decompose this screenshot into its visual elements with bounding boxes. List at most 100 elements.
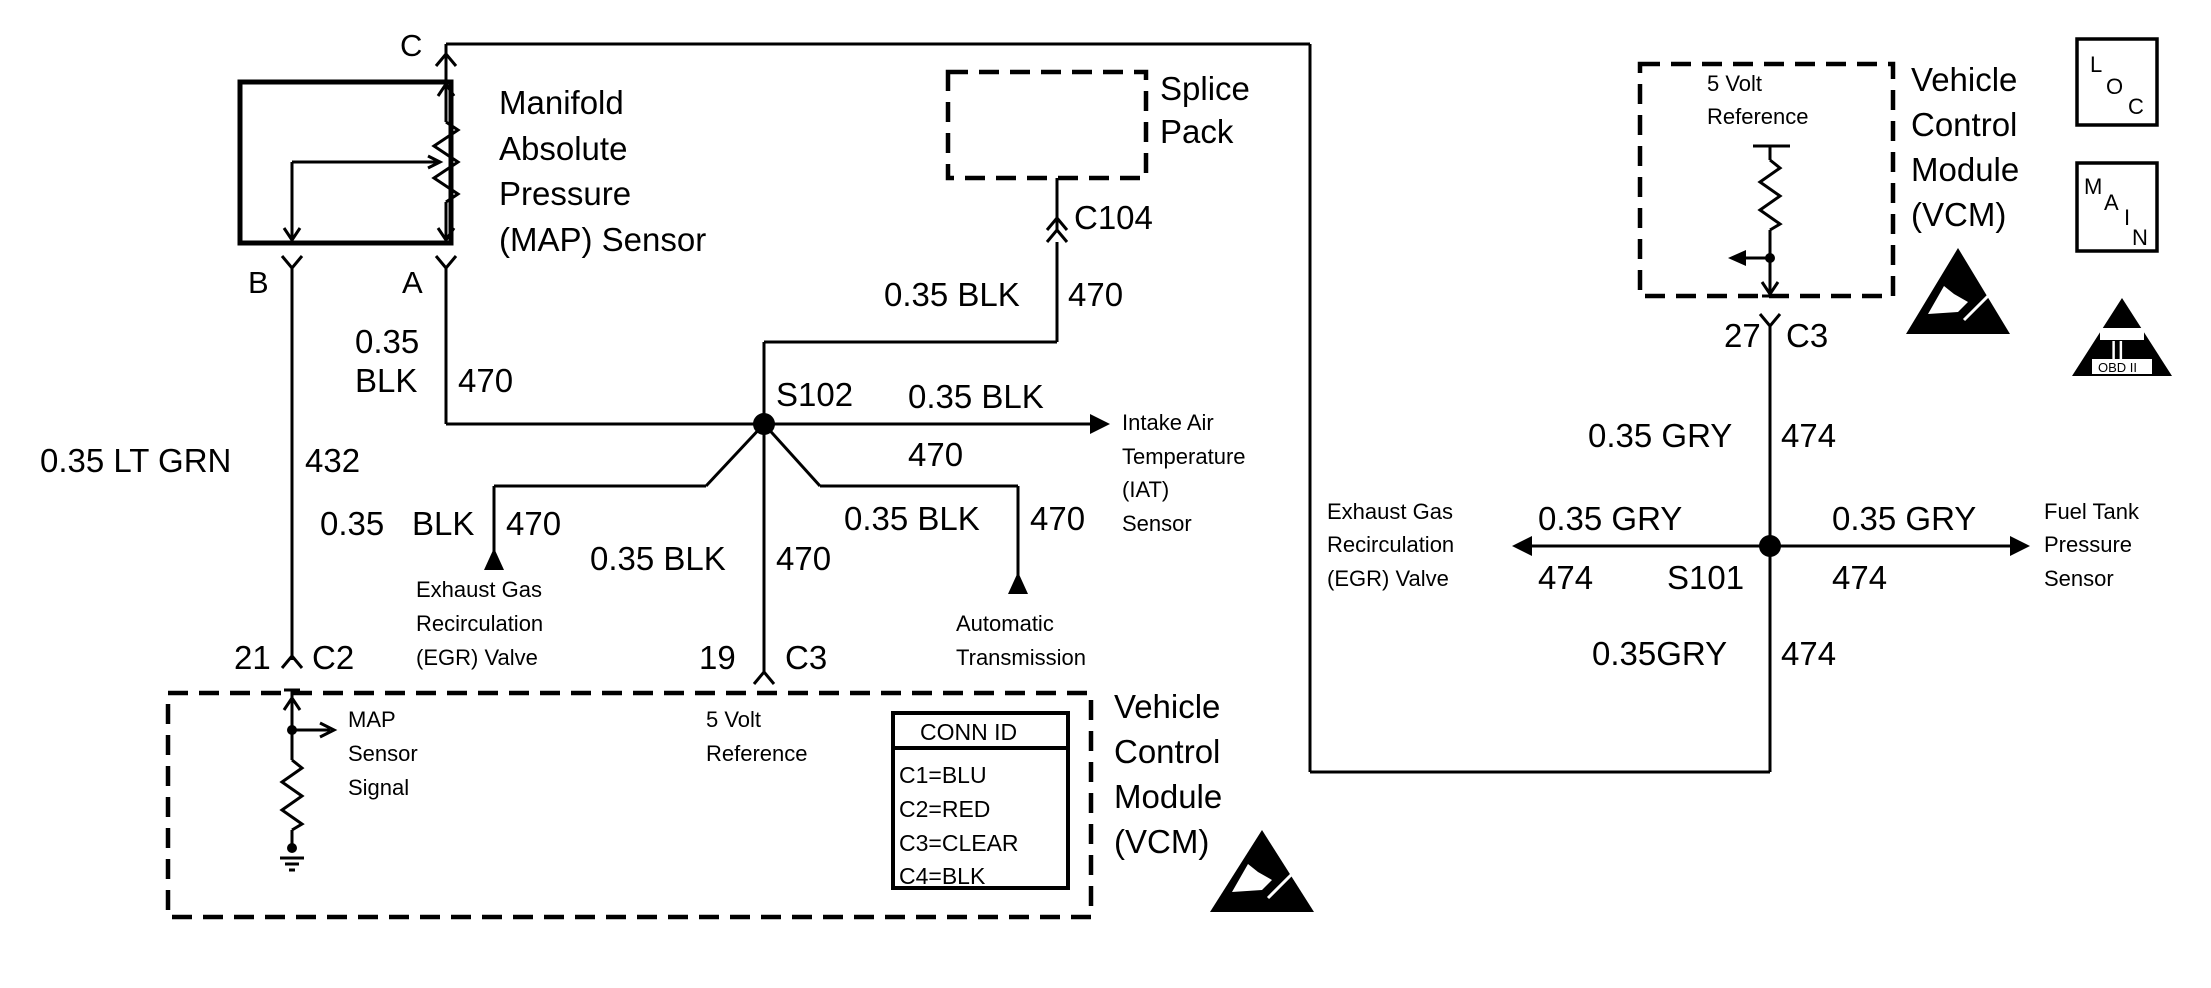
- connector-c3-right-label: C3: [1786, 317, 1828, 354]
- vcm-bottom-title-2: Control: [1114, 733, 1220, 770]
- ref-right-2: Reference: [1707, 104, 1809, 129]
- ref-right-resistor: [1757, 158, 1783, 232]
- connector-b-label: B: [248, 265, 269, 300]
- conn-id-row-2: C2=RED: [899, 796, 990, 822]
- vcm-bottom-title-3: Module: [1114, 778, 1222, 815]
- splice-s101-label: S101: [1667, 559, 1744, 596]
- wire-trans-label: 0.35 BLK: [844, 500, 980, 537]
- vcm-bottom: Vehicle Control Module (VCM) 21 C2 MAP S…: [165, 639, 1314, 920]
- main-icon: [2075, 161, 2159, 253]
- map-sensor-title-3: Pressure: [499, 175, 631, 212]
- obd-numeral: II: [2110, 335, 2124, 365]
- map-sensor: C Manifold Absolute Pressure (MAP) Senso…: [237, 28, 706, 300]
- dest-ftp-2: Pressure: [2044, 532, 2132, 557]
- dest-egr2-2: Recirculation: [1327, 532, 1454, 557]
- map-signal-2: Sensor: [348, 741, 418, 766]
- wire-a-circuit: 470: [458, 362, 513, 399]
- main-letter-i: I: [2124, 205, 2130, 230]
- dest-ftp-1: Fuel Tank: [2044, 499, 2140, 524]
- connector-b-symbol: [280, 255, 304, 271]
- wire-ftp-circuit: 474: [1832, 559, 1887, 596]
- splice-s101: S101 0.35 GRY 474 0.35 GRY 474 0.35GRY 4…: [1327, 499, 2140, 672]
- map-signal-1: MAP: [348, 707, 396, 732]
- dest-ftp-3: Sensor: [2044, 566, 2114, 591]
- obd-label: OBD II: [2098, 360, 2137, 375]
- wire-egr-gauge: 0.35: [320, 505, 384, 542]
- splice-pack: Splice Pack C104 0.35 BLK 470: [762, 69, 1250, 424]
- map-signal-resistor: [279, 758, 305, 832]
- connector-c104-label: C104: [1074, 199, 1153, 236]
- map-sensor-title-2: Absolute: [499, 130, 627, 167]
- map-sensor-title-4: (MAP) Sensor: [499, 221, 706, 258]
- wires-left: 0.35 LT GRN 432 0.35 BLK 470: [40, 42, 1770, 774]
- arrow-to-iat: [1090, 414, 1110, 434]
- vcm-bottom-title-4: (VCM): [1114, 823, 1209, 860]
- esd-warning-icon-right: [1906, 248, 2010, 334]
- loc-letter-l: L: [2090, 52, 2102, 77]
- dest-egr2-3: (EGR) Valve: [1327, 566, 1449, 591]
- wire-a-color: BLK: [355, 362, 417, 399]
- wire-ftp-label: 0.35 GRY: [1832, 500, 1976, 537]
- conn-id-row-3: C3=CLEAR: [899, 830, 1019, 856]
- main-letter-a: A: [2104, 190, 2119, 215]
- wire-iat-circuit: 470: [908, 436, 963, 473]
- splice-pack-wire-label: 0.35 BLK: [884, 276, 1020, 313]
- conn-id-row-4: C4=BLK: [899, 863, 986, 889]
- vcm-right-title-2: Control: [1911, 106, 2017, 143]
- splice-s102: S102 0.35 BLK 470 Intake Air Temperature…: [320, 376, 1246, 672]
- main-letter-m: M: [2084, 174, 2102, 199]
- vcm-bottom-title-1: Vehicle: [1114, 688, 1220, 725]
- connector-c-label: C: [400, 28, 422, 63]
- splice-pack-title-1: Splice: [1160, 70, 1250, 107]
- pin-19-label: 19: [699, 639, 736, 676]
- vcm-right-box: [1637, 61, 1896, 299]
- dest-iat-4: Sensor: [1122, 511, 1192, 536]
- arrow-to-ftp: [2010, 536, 2030, 556]
- legend-icons: L O C M A I N II OBD II: [2072, 37, 2172, 376]
- vcm-right-title-3: Module: [1911, 151, 2019, 188]
- wire-egr2-label: 0.35 GRY: [1538, 500, 1682, 537]
- main-letter-n: N: [2132, 225, 2148, 250]
- conn-id-row-1: C1=BLU: [899, 762, 987, 788]
- map-sensor-box: [237, 79, 454, 246]
- splice-pack-box: [945, 69, 1149, 181]
- splice-pack-wire-circuit: 470: [1068, 276, 1123, 313]
- dest-iat-2: Temperature: [1122, 444, 1246, 469]
- connector-c104-symbol: [1045, 215, 1069, 243]
- wire-a-gauge: 0.35: [355, 323, 419, 360]
- vcm-bottom-box: [165, 690, 1094, 920]
- splice-s102-label: S102: [776, 376, 853, 413]
- dest-trans-1: Automatic: [956, 611, 1054, 636]
- wire-lt-grn-label: 0.35 LT GRN: [40, 442, 231, 479]
- wire-egr2-circuit: 474: [1538, 559, 1593, 596]
- map-sensor-title-1: Manifold: [499, 84, 624, 121]
- connector-c3-label: C3: [785, 639, 827, 676]
- connector-c2-symbol: [280, 653, 304, 669]
- conn-id-table: CONN ID C1=BLU C2=RED C3=CLEAR C4=BLK: [891, 711, 1070, 890]
- wire-egr-color: BLK: [412, 505, 474, 542]
- loc-letter-o: O: [2106, 74, 2123, 99]
- dest-egr-1: Exhaust Gas: [416, 577, 542, 602]
- conn-id-header: CONN ID: [920, 719, 1017, 745]
- esd-warning-icon: [1210, 830, 1314, 912]
- loc-letter-c: C: [2128, 94, 2144, 119]
- map-resistor-symbol: [431, 120, 461, 204]
- connector-a-label: A: [402, 265, 423, 300]
- connector-c2-label: C2: [312, 639, 354, 676]
- arrow-to-egr-right: [1512, 536, 1532, 556]
- dest-egr-2: Recirculation: [416, 611, 543, 636]
- dest-egr-3: (EGR) Valve: [416, 645, 538, 670]
- connector-c3-symbol: [752, 669, 776, 685]
- wire-iat-label: 0.35 BLK: [908, 378, 1044, 415]
- wire-bottom-gry-circuit: 474: [1781, 635, 1836, 672]
- wire-bottom-gry-label: 0.35GRY: [1592, 635, 1727, 672]
- wire-ref-label: 0.35 BLK: [590, 540, 726, 577]
- dest-iat-1: Intake Air: [1122, 410, 1214, 435]
- vcm-right: 5 Volt Reference Vehicle Control Module …: [1588, 61, 2019, 772]
- wire-c3-gry-label: 0.35 GRY: [1588, 417, 1732, 454]
- ref-bottom-1: 5 Volt: [706, 707, 761, 732]
- dest-iat-3: (IAT): [1122, 477, 1169, 502]
- dest-egr2-1: Exhaust Gas: [1327, 499, 1453, 524]
- ref-bottom-2: Reference: [706, 741, 808, 766]
